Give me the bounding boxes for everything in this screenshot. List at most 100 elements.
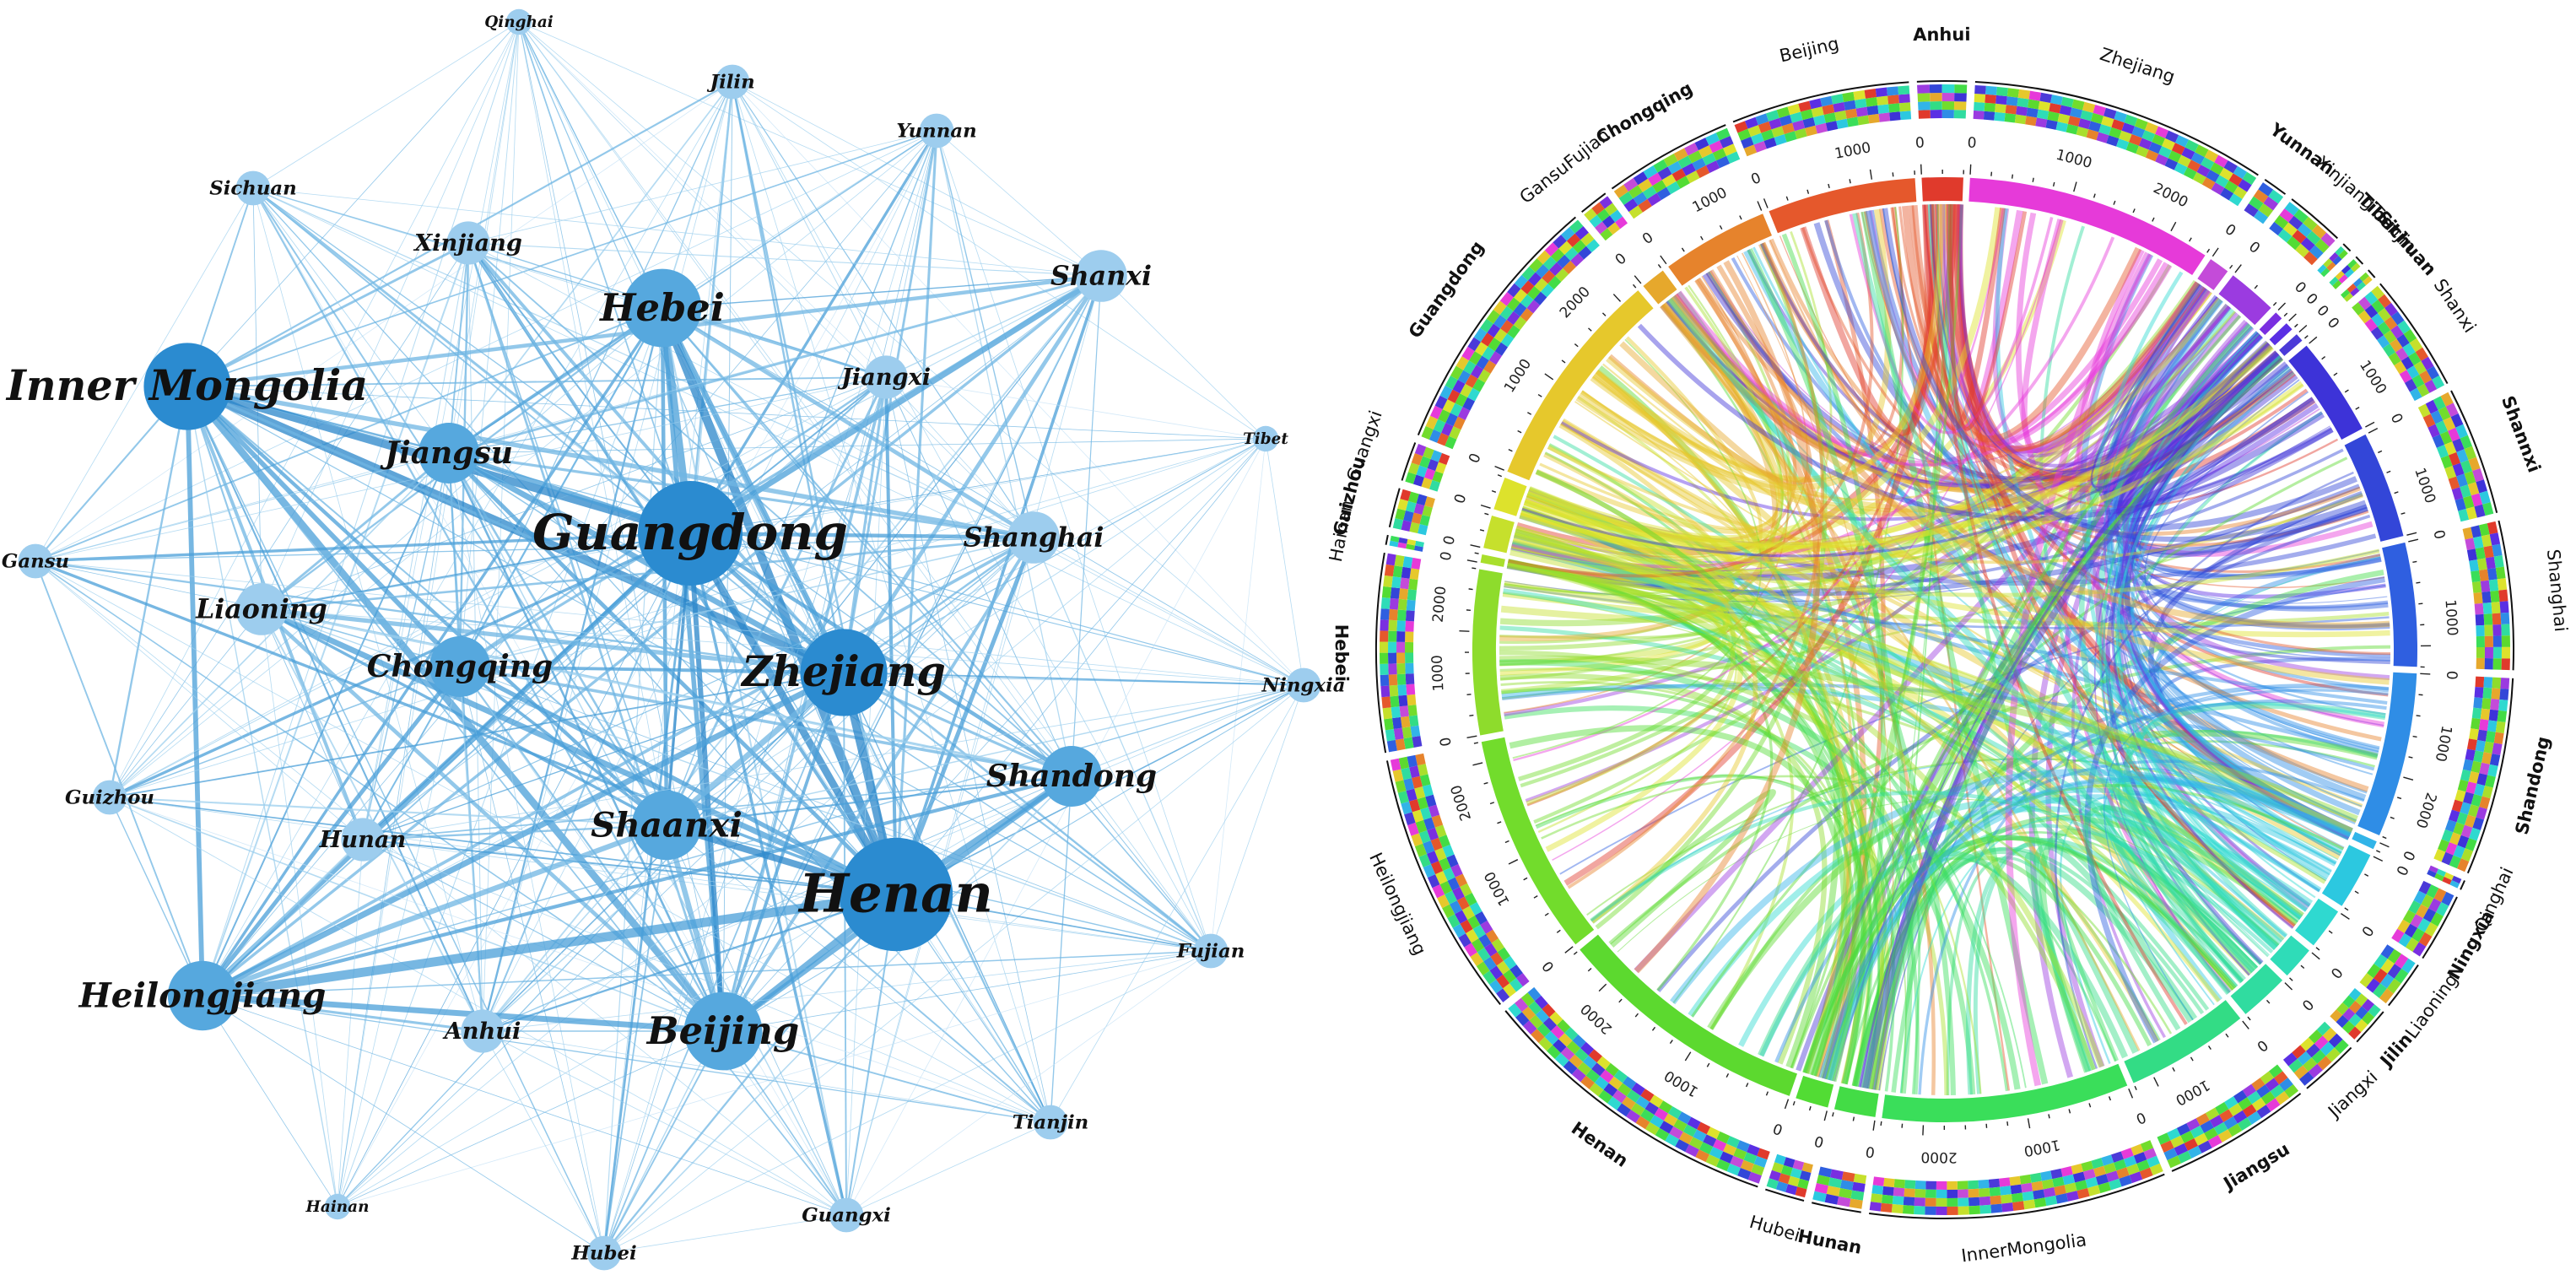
percent-bar-cell [1383, 575, 1393, 587]
chord-ribbon [2121, 779, 2321, 937]
network-edge [467, 130, 937, 244]
percent-bar-cell [2415, 347, 2428, 361]
node-jiangsu [419, 423, 479, 484]
percent-bar-cell [1984, 102, 1996, 112]
percent-bar-cell [1792, 120, 1806, 132]
percent-bar-cell [2441, 829, 2454, 843]
chord-arc-anhui [1921, 177, 1963, 202]
percent-bar-cell [2308, 1063, 2323, 1078]
percent-bar-cell [1607, 1096, 1622, 1110]
chord-ribbon [2093, 335, 2262, 993]
percent-bar-cell [1857, 115, 1870, 126]
percent-bar-cell [1386, 739, 1397, 753]
percent-bar-cell [1421, 425, 1434, 440]
percent-bar-cell [1405, 620, 1414, 632]
percent-bar-cell [1385, 729, 1396, 742]
chord-ribbon [2121, 332, 2367, 802]
percent-bar-cell [2103, 1162, 2117, 1175]
percent-bar-cell [1547, 275, 1562, 289]
chord-ribbon [1499, 296, 1778, 641]
percent-bar-cell [2205, 1107, 2220, 1121]
chord-ribbon [2090, 288, 2280, 489]
chord-ribbon [1528, 488, 2377, 586]
chord-value-tick-label: 0 [2326, 964, 2345, 981]
percent-bar-cell [2064, 1182, 2077, 1194]
percent-bar-cell [2201, 157, 2215, 170]
percent-bar-cell [2106, 1170, 2120, 1182]
percent-bar-cell [1747, 125, 1762, 138]
percent-bar-cell [2366, 978, 2380, 993]
percent-bar-cell [1802, 116, 1816, 128]
percent-bar-cell [1887, 86, 1899, 96]
percent-bar-cell [2029, 1172, 2042, 1183]
network-edge [894, 275, 1103, 895]
percent-bar-cell [2396, 333, 2410, 348]
network-edge [108, 386, 189, 798]
percent-bar-cell [2394, 360, 2407, 375]
percent-bar-cell [2312, 224, 2327, 239]
chord-ribbon [1591, 203, 1947, 483]
percent-bar-cell [1716, 1159, 1731, 1172]
percent-bar-cell [2170, 1135, 2184, 1148]
chord-ribbon [2116, 332, 2334, 522]
percent-bar-cell [1413, 503, 1425, 516]
percent-bar-cell [1947, 1197, 1958, 1207]
percent-bar-cell [2207, 1135, 2222, 1148]
percent-bar-cell [1406, 543, 1416, 551]
chord-tick [2108, 1096, 2112, 1101]
percent-bar-cell [2433, 396, 2446, 411]
percent-bar-cell [1438, 835, 1450, 848]
chord-ribbon [1592, 371, 2237, 991]
percent-bar-cell [1423, 467, 1436, 480]
chord-ribbon [2122, 353, 2326, 881]
chord-ribbon [1500, 681, 1866, 1085]
percent-bar-cell [2233, 165, 2248, 180]
percent-bar-cell [1988, 1178, 2001, 1188]
percent-bar-cell [1652, 180, 1666, 193]
percent-bar-cell [1405, 662, 1414, 674]
chord-value-tick-label: 0 [2399, 848, 2418, 863]
percent-bar-cell [1744, 116, 1758, 129]
chord-diagram: 0Anhui010002000Zhejiang0Yunnan0Xinjiang0… [1326, 24, 2571, 1267]
network-edge [186, 241, 469, 388]
chord-arc-xinjiang [2218, 275, 2271, 326]
percent-bar-cell [2060, 96, 2074, 108]
chord-ribbon [1502, 550, 1729, 618]
chord-arc-zhejiang [1968, 177, 2206, 276]
percent-bar-cell [2475, 676, 2485, 688]
network-edge [202, 950, 1212, 997]
network-edge [731, 81, 845, 673]
chord-value-tick-label: 0 [1967, 135, 1977, 153]
percent-bar-cell [2186, 1118, 2201, 1132]
percent-bar-cell [1751, 1164, 1765, 1176]
chord-value-tick-label: 0 [2291, 278, 2309, 297]
percent-bar-cell [1433, 419, 1446, 433]
chord-tick [2134, 1085, 2137, 1090]
percent-bar-cell [1716, 1131, 1731, 1144]
network-edge [689, 438, 1266, 534]
chord-tick [1651, 1026, 1656, 1031]
percent-bar-cell [2334, 1039, 2349, 1054]
percent-bar-cell [2361, 1012, 2375, 1025]
chord-ribbon [2076, 249, 2373, 557]
node-label-tianjin: Tianjin [1013, 1112, 1088, 1134]
chord-tick [1573, 951, 1578, 955]
percent-bar-cell [2085, 1176, 2098, 1188]
percent-bar-cell [2443, 417, 2456, 431]
percent-bar-cell [2364, 305, 2379, 319]
percent-bar-cell [1753, 141, 1767, 153]
chord-tick [2113, 200, 2116, 205]
chord-label-beijing: Beijing [1778, 33, 1841, 66]
chord-tick [2088, 1103, 2092, 1108]
percent-bar-cell [2384, 316, 2398, 331]
chord-ribbon [1508, 288, 2207, 581]
percent-bar-cell [1682, 1124, 1698, 1137]
percent-bar-cell [2348, 988, 2362, 1002]
node-inner-mongolia [143, 343, 231, 430]
percent-bar-cell [1489, 979, 1504, 994]
percent-bar-cell [2492, 613, 2502, 625]
network-edge [482, 824, 667, 1032]
percent-bar-cell [1677, 155, 1693, 169]
percent-bar-cell [2498, 699, 2508, 711]
percent-bar-cell [1439, 857, 1451, 872]
